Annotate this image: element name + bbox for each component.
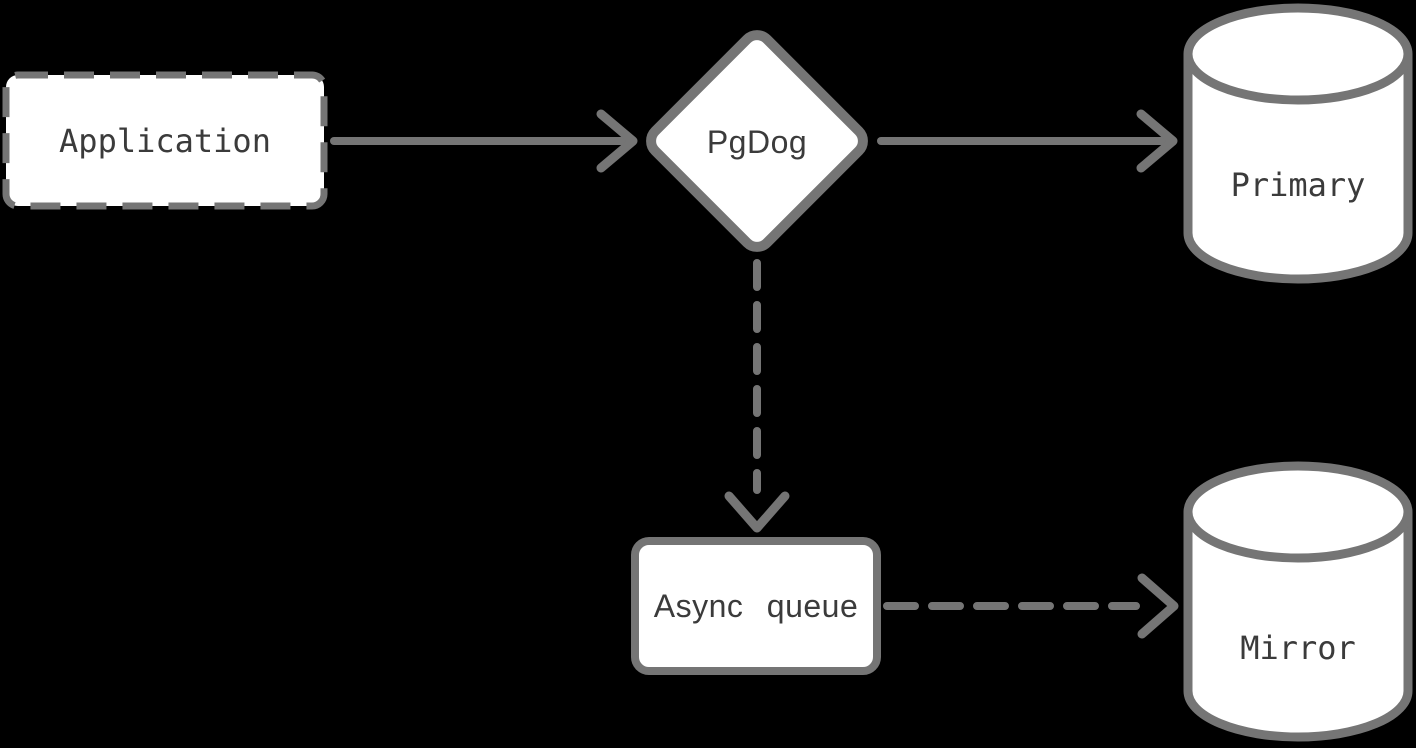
pgdog-label: PgDog [707, 124, 807, 160]
arrowhead-into-async-queue [724, 491, 790, 533]
mirror-db-node: Mirror [1183, 461, 1413, 742]
edge-application-to-pgdog [330, 109, 638, 173]
primary-cylinder-top [1183, 3, 1413, 105]
mirror-label: Mirror [1240, 629, 1356, 667]
application-box [2, 71, 328, 210]
primary-cylinder-body [1183, 54, 1413, 284]
pgdog-diamond [646, 30, 868, 252]
application-node: Application [2, 71, 328, 210]
arrowhead-into-pgdog [596, 109, 638, 173]
pgdog-node: PgDog [646, 30, 868, 252]
edge-async-queue-to-mirror [883, 573, 1179, 639]
edge-pgdog-to-async-queue [724, 259, 790, 533]
edge-pgdog-to-primary [877, 109, 1178, 173]
arrowhead-into-mirror [1137, 573, 1179, 639]
async-queue-node: Async queue [631, 537, 881, 675]
arrowhead-into-primary [1136, 109, 1178, 173]
async-queue-box [631, 537, 881, 675]
primary-label: Primary [1231, 166, 1366, 204]
application-label: Application [59, 122, 271, 160]
primary-db-node: Primary [1183, 3, 1413, 284]
mirror-cylinder-body [1183, 512, 1413, 742]
async-queue-label: Async queue [654, 588, 859, 624]
mirror-cylinder-top [1183, 461, 1413, 563]
